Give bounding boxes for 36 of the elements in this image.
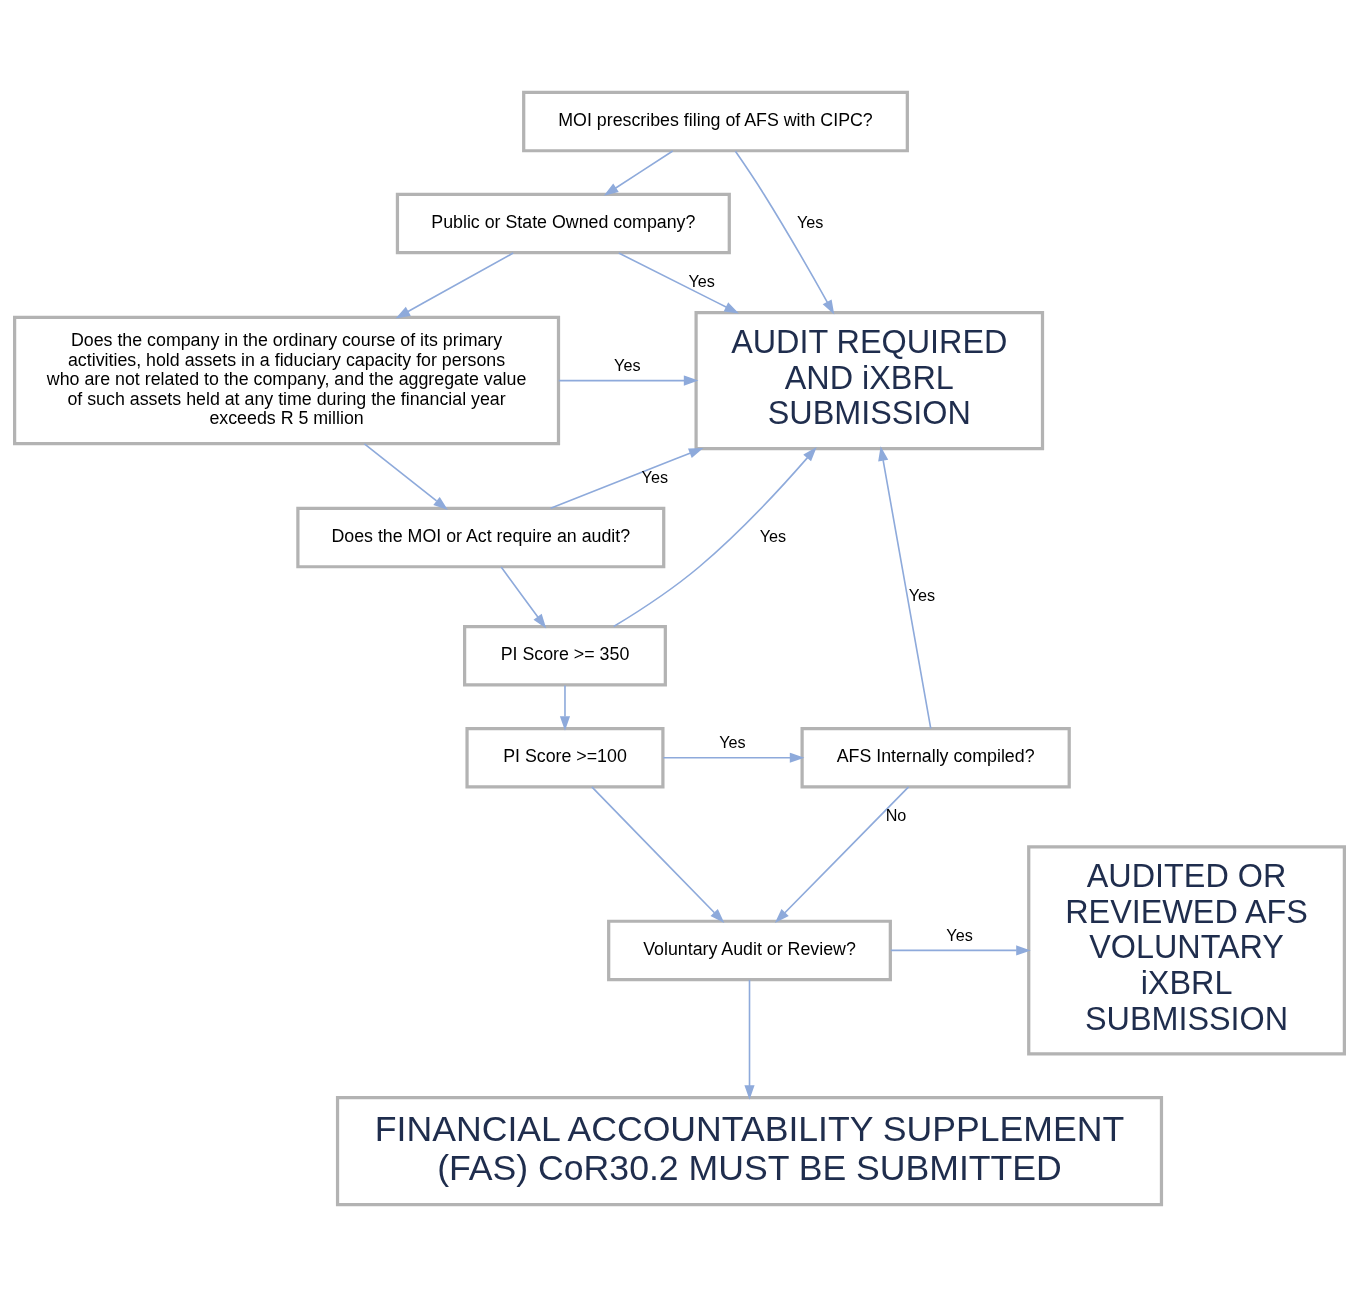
arrow: [774, 786, 910, 923]
node-box: AUDITED OR REVIEWED AFS VOLUNTARY iXBRL SUBMISSION: [1027, 845, 1346, 1056]
node-box: PI Score >=100: [465, 727, 665, 789]
arrow: [549, 447, 704, 510]
edge-label: Yes: [908, 585, 936, 604]
arrow: [890, 945, 1031, 956]
node-box: Public or State Owned company?: [395, 192, 731, 255]
arrow: [662, 752, 805, 763]
edge-label: Yes: [946, 925, 973, 944]
node-box: AFS Internally compiled?: [800, 727, 1071, 789]
edge-label: Yes: [797, 212, 824, 231]
edge-label: Yes: [719, 733, 746, 752]
arrow: [500, 566, 547, 629]
arrow: [744, 979, 755, 1100]
node-box: Does the MOI or Act require an audit?: [296, 506, 666, 569]
arrow: [878, 446, 932, 730]
node-box: Voluntary Audit or Review?: [607, 919, 892, 982]
node-box: MOI prescribes filing of AFS with CIPC?: [522, 90, 909, 153]
node-box: AUDIT REQUIRED AND iXBRL SUBMISSION: [694, 311, 1045, 451]
edge-label: Yes: [759, 526, 787, 545]
edge-label: Yes: [614, 355, 641, 374]
arrow: [617, 252, 739, 314]
arrow: [603, 150, 674, 196]
arrow: [559, 684, 571, 731]
arrow: [734, 150, 835, 315]
edge-label: No: [885, 805, 907, 824]
arrow: [557, 375, 699, 386]
arrow: [395, 252, 515, 319]
node-box: FINANCIAL ACCOUNTABILITY SUPPLEMENT (FAS) CoR30.2 MUST BE SUBMITTED: [335, 1096, 1164, 1207]
arrow: [612, 446, 817, 628]
node-box: PI Score >= 350: [463, 625, 667, 687]
edge-label: Yes: [641, 467, 669, 486]
arrow: [591, 786, 725, 923]
arrow: [363, 443, 448, 510]
edge-label: Yes: [688, 271, 715, 290]
node-box: Does the company in the ordinary course of its primary activities, hold assets in a fiduciary capacity for persons who are not related to the company, and the aggregate value of such assets held at any time during the financial year exceeds R 5 million: [13, 315, 561, 446]
